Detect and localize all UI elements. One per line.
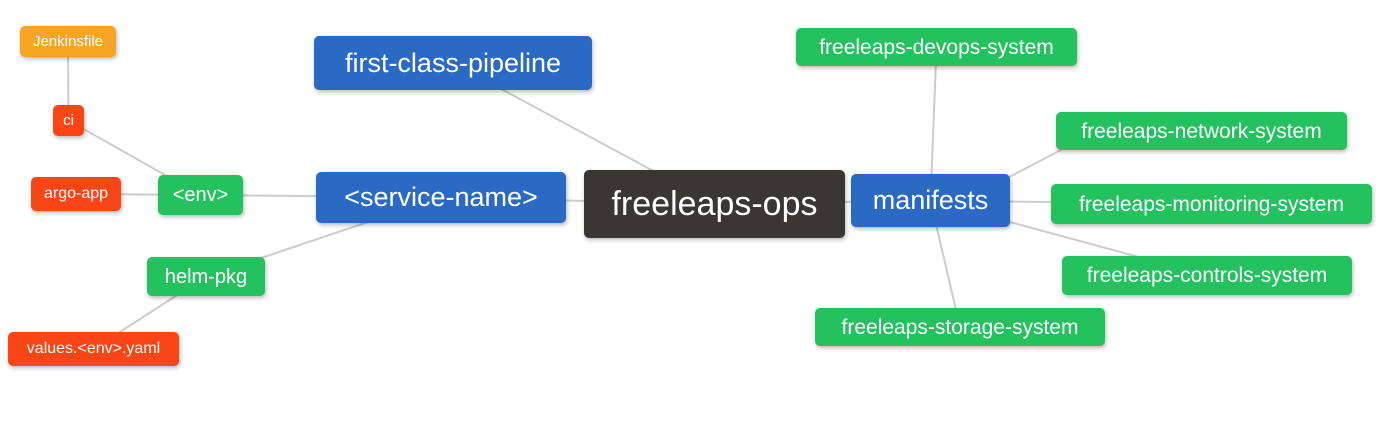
node-helm-pkg[interactable]: helm-pkg bbox=[147, 257, 265, 296]
node-argo-app[interactable]: argo-app bbox=[31, 177, 121, 211]
node-manifests[interactable]: manifests bbox=[851, 174, 1010, 227]
node-jenkinsfile[interactable]: Jenkinsfile bbox=[20, 26, 116, 57]
node-freeleaps-ops[interactable]: freeleaps-ops bbox=[584, 170, 845, 238]
node-controls-system[interactable]: freeleaps-controls-system bbox=[1062, 256, 1352, 295]
node-network-system[interactable]: freeleaps-network-system bbox=[1056, 112, 1347, 150]
node-ci[interactable]: ci bbox=[53, 105, 84, 136]
node-service-name[interactable]: <service-name> bbox=[316, 172, 566, 223]
node-monitoring-system[interactable]: freeleaps-monitoring-system bbox=[1051, 184, 1372, 224]
node-values-env-yaml[interactable]: values.<env>.yaml bbox=[8, 332, 179, 366]
node-storage-system[interactable]: freeleaps-storage-system bbox=[815, 308, 1105, 346]
node-first-class-pipeline[interactable]: first-class-pipeline bbox=[314, 36, 592, 90]
node-devops-system[interactable]: freeleaps-devops-system bbox=[796, 28, 1077, 66]
node-env[interactable]: <env> bbox=[158, 175, 243, 215]
